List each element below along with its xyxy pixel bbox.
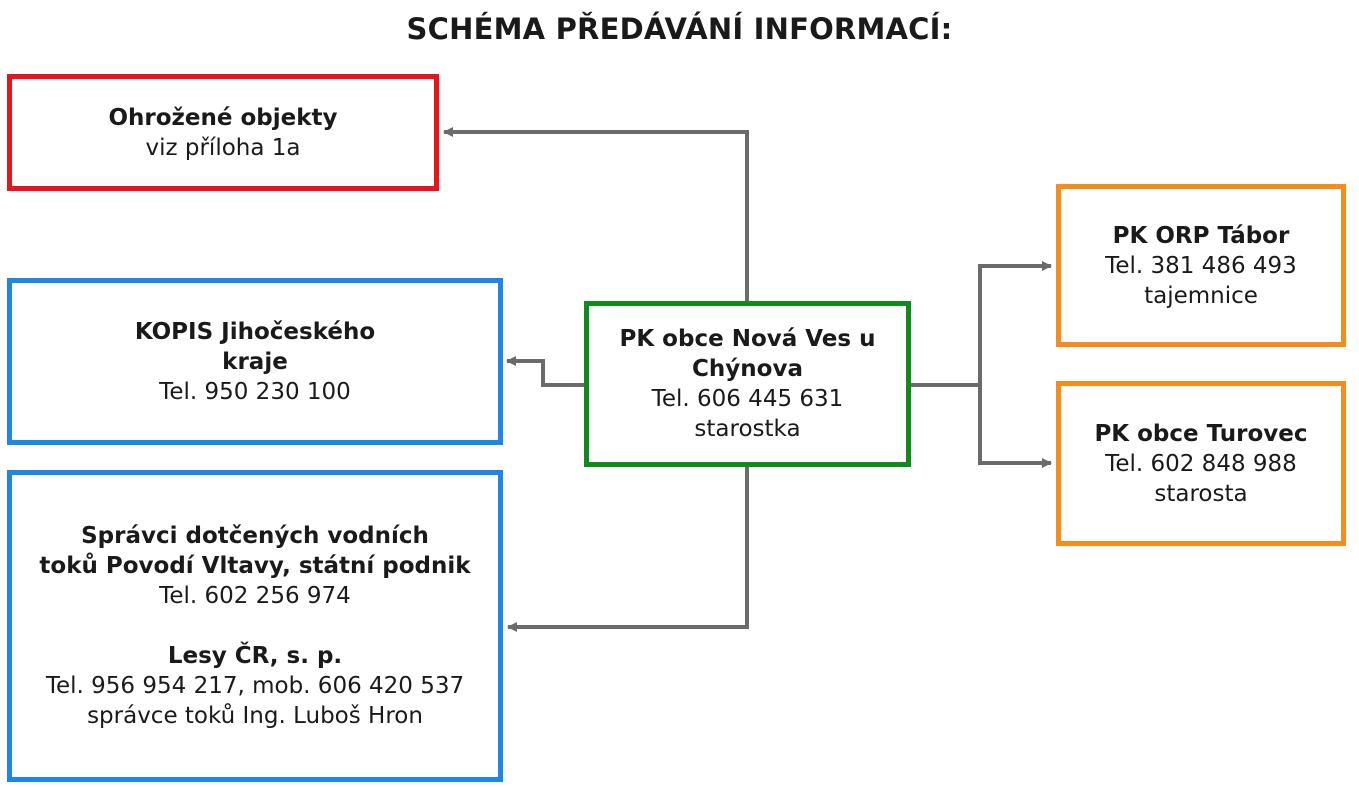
arrow-to-kopis xyxy=(506,356,584,387)
forests-role: správce toků Ing. Luboš Hron xyxy=(87,703,423,729)
arrow-to-turovec xyxy=(978,385,1052,468)
box-center-nova-ves: PK obce Nová Ves u Chýnova Tel. 606 445 … xyxy=(584,301,911,467)
center-role: starostka xyxy=(694,416,801,442)
forests-phone: Tel. 956 954 217, mob. 606 420 537 xyxy=(45,673,465,699)
orp-name: PK ORP Tábor xyxy=(1112,222,1290,249)
kopis-phone: Tel. 950 230 100 xyxy=(159,378,351,405)
turovec-role: starosta xyxy=(1154,480,1248,507)
box-orp-tabor: PK ORP Tábor Tel. 381 486 493 tajemnice xyxy=(1056,184,1346,347)
orp-phone: Tel. 381 486 493 xyxy=(1105,252,1297,279)
center-phone: Tel. 606 445 631 xyxy=(651,386,844,412)
arrow-to-threatened xyxy=(443,127,749,301)
threatened-name: Ohrožené objekty xyxy=(108,104,338,131)
kopis-name-line1: KOPIS Jihočeského xyxy=(134,318,376,345)
box-turovec: PK obce Turovec Tel. 602 848 988 starost… xyxy=(1056,381,1346,546)
arrow-to-orp xyxy=(911,261,1052,387)
turovec-phone: Tel. 602 848 988 xyxy=(1105,450,1297,477)
managers-phone: Tel. 602 256 974 xyxy=(159,583,351,609)
managers-name-line2: toků Povodí Vltavy, státní podnik xyxy=(39,553,471,579)
forests-name: Lesy ČR, s. p. xyxy=(167,643,343,669)
managers-name-line1: Správci dotčených vodních xyxy=(81,523,429,549)
turovec-name: PK obce Turovec xyxy=(1094,420,1308,447)
box-water-managers: Správci dotčených vodních toků Povodí Vl… xyxy=(7,470,503,782)
box-threatened-objects: Ohrožené objekty viz příloha 1a xyxy=(7,74,439,191)
diagram-title: SCHÉMA PŘEDÁVÁNÍ INFORMACÍ: xyxy=(406,12,953,46)
threatened-note: viz příloha 1a xyxy=(145,134,301,161)
box-kopis: KOPIS Jihočeského kraje Tel. 950 230 100 xyxy=(7,278,503,445)
arrow-to-managers xyxy=(507,467,749,632)
center-name: PK obce Nová Ves u Chýnova xyxy=(619,326,876,382)
kopis-name-line2: kraje xyxy=(222,348,288,375)
orp-role: tajemnice xyxy=(1144,282,1258,309)
